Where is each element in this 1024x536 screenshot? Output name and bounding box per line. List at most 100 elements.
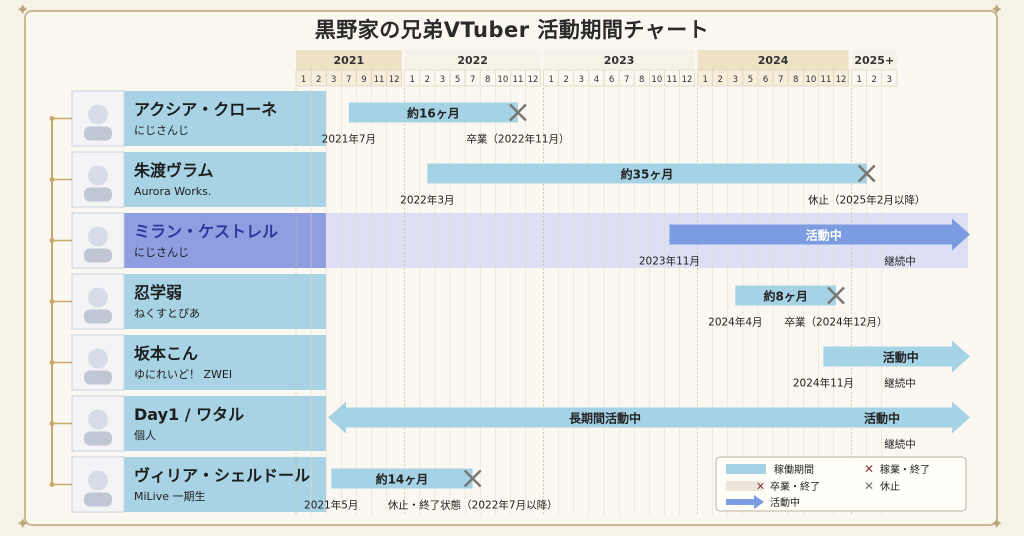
month-tick-label: 2 bbox=[564, 75, 569, 85]
end-cross-icon bbox=[857, 164, 876, 183]
member-affiliation: Aurora Works. bbox=[134, 185, 211, 198]
month-header-cell bbox=[679, 69, 695, 87]
year-header-cell bbox=[404, 50, 541, 70]
corner-star-icon: ✦ bbox=[16, 514, 30, 533]
month-tick-label: 3 bbox=[331, 75, 336, 85]
month-tick-label: 12 bbox=[682, 75, 693, 85]
end-date-label: 卒業（2022年11月） bbox=[466, 133, 569, 146]
year-header-cell bbox=[543, 50, 695, 70]
month-tick-label: 5 bbox=[748, 75, 753, 85]
legend-label: 休止 bbox=[880, 481, 900, 493]
branch-node bbox=[49, 360, 55, 365]
member-name: 朱渡ヴラム bbox=[134, 161, 214, 180]
member-name: 坂本こん bbox=[134, 344, 198, 363]
month-tick-label: 2 bbox=[872, 75, 877, 85]
year-label: 2022 bbox=[457, 54, 488, 67]
avatar-body-icon bbox=[84, 248, 112, 263]
corner-star-icon: ✦ bbox=[16, 0, 30, 19]
avatar-body-icon bbox=[84, 126, 112, 141]
month-tick-label: 12 bbox=[836, 75, 847, 85]
period-bar bbox=[348, 102, 518, 123]
year-label: 2021 bbox=[334, 54, 365, 67]
legend-cross-icon: ✕ bbox=[864, 479, 874, 493]
member-affiliation: ゆにれいど！ ZWEI bbox=[134, 368, 232, 381]
year-label: 2023 bbox=[604, 54, 635, 67]
legend-fade-swatch bbox=[726, 481, 762, 491]
year-header-cell bbox=[296, 50, 402, 70]
chart-title: 黒野家の兄弟VTuber 活動期間チャート bbox=[314, 18, 710, 42]
month-tick-label: 10 bbox=[805, 75, 816, 85]
bar-label: 約14ヶ月 bbox=[376, 472, 429, 487]
month-tick-label: 10 bbox=[651, 75, 662, 85]
month-tick-label: 2 bbox=[316, 75, 321, 85]
period-bar bbox=[735, 285, 837, 306]
bar-label: 約35ヶ月 bbox=[621, 167, 674, 182]
month-tick-label: 1 bbox=[301, 75, 306, 85]
month-tick-label: 12 bbox=[389, 75, 400, 85]
month-tick-label: 9 bbox=[361, 75, 366, 85]
avatar-head-icon bbox=[88, 348, 108, 369]
legend-label: 活動中 bbox=[770, 496, 800, 509]
avatar-body-icon bbox=[84, 431, 112, 446]
month-header-cell bbox=[881, 69, 898, 87]
period-bar bbox=[427, 163, 867, 184]
member-affiliation: にじさんじ bbox=[134, 246, 189, 259]
branch-node bbox=[49, 482, 55, 487]
month-tick-label: 7 bbox=[778, 75, 783, 85]
start-date-label: 2024年4月 bbox=[708, 316, 762, 329]
branch-node bbox=[49, 238, 55, 243]
month-tick-label: 11 bbox=[374, 75, 385, 85]
avatar-head-icon bbox=[88, 287, 108, 308]
start-date-label: 2024年11月 bbox=[793, 377, 854, 390]
month-tick-label: 3 bbox=[440, 75, 445, 85]
month-tick-label: 6 bbox=[609, 75, 614, 85]
legend-bar-swatch bbox=[726, 464, 766, 474]
member-name: アクシア・クローネ bbox=[134, 100, 277, 119]
member-name: 忍学弱 bbox=[134, 283, 182, 302]
bar-label: 約8ヶ月 bbox=[764, 289, 808, 304]
end-date-label: 卒業（2024年12月） bbox=[784, 316, 887, 329]
member-name: ミラン・ケストレル bbox=[134, 222, 278, 241]
month-header-cell bbox=[525, 69, 541, 87]
avatar-head-icon bbox=[88, 104, 108, 125]
status-label: 継続中 bbox=[884, 377, 916, 390]
corner-star-icon: ✦ bbox=[990, 514, 1004, 533]
member-affiliation: MiLive 一期生 bbox=[134, 489, 206, 503]
month-tick-label: 7 bbox=[624, 75, 629, 85]
avatar-body-icon bbox=[84, 492, 112, 507]
branch-node bbox=[49, 299, 55, 304]
grid-background bbox=[296, 88, 960, 515]
month-tick-label: 12 bbox=[528, 75, 539, 85]
month-tick-label: 1 bbox=[548, 75, 553, 85]
start-date-label: 2023年11月 bbox=[639, 255, 700, 268]
month-tick-label: 11 bbox=[513, 75, 524, 85]
legend-box bbox=[715, 456, 967, 512]
month-header-cell bbox=[386, 69, 403, 87]
month-tick-label: 3 bbox=[887, 75, 892, 85]
legend-label: 稼働期間 bbox=[774, 463, 814, 476]
bar-label: 活動中 bbox=[806, 228, 842, 243]
avatar-body-icon bbox=[84, 370, 112, 385]
legend-cross-icon: ✕ bbox=[864, 462, 874, 476]
month-tick-label: 1 bbox=[856, 75, 861, 85]
branch-node bbox=[49, 116, 55, 121]
bar-label: 長期間活動中 bbox=[569, 411, 641, 426]
end-cross-icon bbox=[463, 469, 482, 488]
month-header-cell bbox=[833, 69, 849, 87]
long-active-arrow bbox=[328, 401, 970, 434]
active-arrow bbox=[823, 340, 970, 373]
avatar-head-icon bbox=[88, 409, 108, 430]
branch-node bbox=[49, 177, 55, 182]
avatar-body-icon bbox=[84, 187, 112, 202]
month-tick-label: 8 bbox=[793, 75, 798, 85]
legend-cross-icon: ✕ bbox=[756, 480, 765, 493]
month-tick-label: 7 bbox=[470, 75, 475, 85]
month-tick-label: 1 bbox=[702, 75, 707, 85]
avatar-body-icon bbox=[84, 309, 112, 324]
bar-label: 活動中 bbox=[883, 350, 919, 365]
status-label: 継続中 bbox=[884, 255, 916, 268]
end-cross-icon bbox=[509, 103, 527, 122]
year-label: 2024 bbox=[758, 54, 789, 67]
